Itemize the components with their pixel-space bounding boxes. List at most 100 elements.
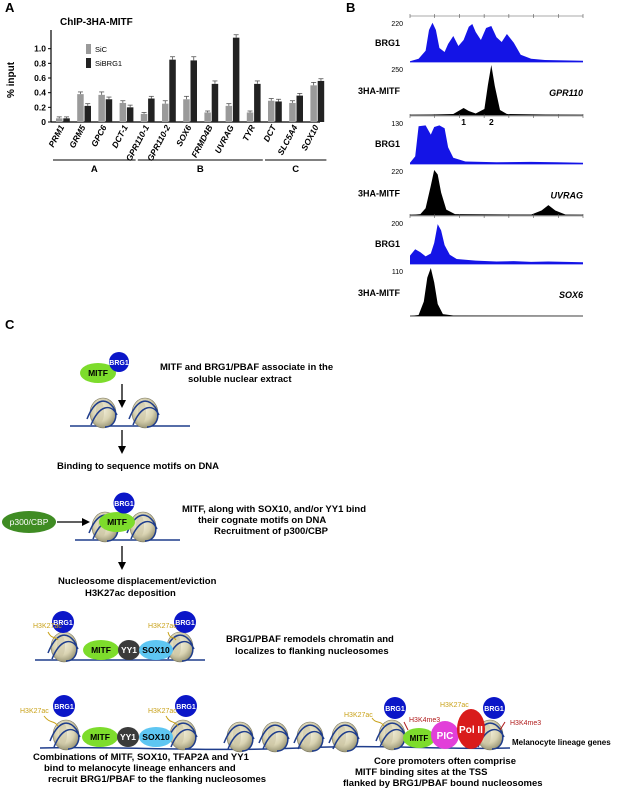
step7-text-b: MITF binding sites at the TSS bbox=[355, 767, 487, 778]
bar bbox=[162, 103, 169, 122]
peak-mark: 2 bbox=[489, 117, 494, 127]
h3k27ac-5b: H3K27ac bbox=[148, 623, 177, 630]
bar bbox=[63, 118, 70, 122]
brg1-track-signal bbox=[410, 125, 583, 164]
h3k4me3-7b: H3K4me3 bbox=[510, 720, 541, 727]
bar bbox=[169, 59, 176, 122]
x-tick-label: GPC6 bbox=[89, 123, 109, 148]
brg1-track-signal bbox=[410, 224, 583, 264]
bar bbox=[77, 94, 84, 122]
bar bbox=[225, 105, 233, 122]
step4-text-a: Nucleosome displacement/eviction bbox=[58, 576, 217, 587]
x-tick-label: SLC5A4 bbox=[275, 123, 299, 157]
track-label: 3HA-MITF bbox=[358, 288, 400, 298]
brg1-track-signal bbox=[410, 22, 583, 62]
y-tick-label: 1.0 bbox=[34, 44, 46, 54]
bar bbox=[289, 102, 296, 122]
peak-mark: 1 bbox=[461, 117, 466, 127]
y-tick-label: 0.6 bbox=[34, 73, 46, 83]
mitf-label-5: MITF bbox=[91, 645, 111, 655]
step5-text-a: BRG1/PBAF remodels chromatin and bbox=[226, 634, 394, 645]
brg1-label-6a: BRG1 bbox=[54, 704, 74, 711]
group-label: C bbox=[292, 164, 299, 175]
bar bbox=[140, 113, 148, 122]
bar bbox=[105, 99, 113, 122]
track-gene-name: SOX6 bbox=[559, 290, 584, 300]
track-label: 3HA-MITF bbox=[358, 86, 400, 96]
mitf-brg1-complex: MITF BRG1 bbox=[80, 352, 129, 383]
brg1-label-5a: BRG1 bbox=[53, 620, 73, 627]
step6-text-b: bind to melanocyte lineage enhancers and bbox=[44, 763, 236, 774]
h3k27ac-7a: H3K27ac bbox=[344, 712, 373, 719]
track-scale-top: 200 bbox=[391, 221, 403, 228]
step3-text-b: their cognate motifs on DNA bbox=[198, 515, 326, 526]
x-tick-label: UVRAG bbox=[213, 123, 236, 155]
step2-text: Binding to sequence motifs on DNA bbox=[57, 461, 219, 472]
track-gene-name: UVRAG bbox=[550, 191, 583, 201]
track-scale-bottom: 110 bbox=[392, 269, 403, 276]
bar bbox=[211, 83, 219, 122]
bar bbox=[119, 102, 127, 122]
bar bbox=[296, 95, 303, 122]
brg1-label-7a: BRG1 bbox=[385, 706, 405, 713]
x-tick-label: DCT-1 bbox=[110, 123, 130, 150]
mitf-track-signal bbox=[410, 170, 583, 215]
bar bbox=[148, 98, 155, 122]
sox10-label-6: SOX10 bbox=[142, 732, 170, 742]
step7-text-c: flanked by BRG1/PBAF bound nucleosomes bbox=[343, 778, 543, 789]
mitf-track-signal bbox=[410, 268, 583, 316]
p300-cbp bbox=[2, 511, 56, 533]
step1-text-a: MITF and BRG1/PBAF associate in the bbox=[160, 362, 333, 373]
mitf-track-signal bbox=[410, 65, 583, 115]
h3k4me3-7a: H3K4me3 bbox=[409, 717, 440, 724]
y-axis-label: % input bbox=[6, 61, 17, 98]
legend-swatch bbox=[86, 44, 91, 54]
y-tick-label: 0.2 bbox=[34, 102, 46, 112]
mitf-label-7: MITF bbox=[410, 734, 429, 743]
track-label: BRG1 bbox=[375, 38, 400, 48]
step3-text-a: MITF, along with SOX10, and/or YY1 bind bbox=[182, 504, 366, 515]
panel-c-letter: C bbox=[5, 317, 15, 332]
pic-label: PIC bbox=[437, 731, 454, 742]
mitf-label-6: MITF bbox=[90, 732, 110, 742]
h3k27ac-6a: H3K27ac bbox=[20, 708, 49, 715]
bar bbox=[204, 112, 211, 122]
track-label: BRG1 bbox=[375, 139, 400, 149]
yy1-label-5: YY1 bbox=[121, 645, 137, 655]
bar bbox=[190, 60, 197, 122]
bar bbox=[98, 94, 105, 122]
genes-label: Melanocyte lineage genes bbox=[512, 738, 611, 747]
yy1-label-6: YY1 bbox=[120, 732, 136, 742]
p300-label: p300/CBP bbox=[10, 517, 49, 527]
track-scale-bottom: 220 bbox=[391, 169, 403, 176]
panel-b-letter: B bbox=[346, 0, 355, 15]
y-tick-label: 0.8 bbox=[34, 58, 46, 68]
step5-text-b: localizes to flanking nucleosomes bbox=[235, 646, 389, 657]
step1-text-b: soluble nuclear extract bbox=[188, 374, 292, 385]
y-tick-label: 0.4 bbox=[34, 88, 46, 98]
brg1-label-5b: BRG1 bbox=[175, 620, 195, 627]
bar bbox=[232, 37, 240, 122]
bar bbox=[183, 99, 190, 122]
mitf-label: MITF bbox=[88, 368, 108, 378]
bar bbox=[126, 107, 134, 122]
bar bbox=[254, 83, 261, 122]
bar bbox=[275, 101, 282, 122]
bar bbox=[246, 112, 254, 122]
bar bbox=[317, 80, 325, 122]
bar bbox=[56, 118, 63, 122]
step6-text-c: recruit BRG1/PBAF to the flanking nucleo… bbox=[48, 774, 266, 785]
group-label: B bbox=[197, 164, 204, 175]
sox10-label-5: SOX10 bbox=[142, 645, 170, 655]
mechanism-diagram: MITF BRG1 MITF and BRG1/PBAF associate i… bbox=[2, 352, 611, 789]
track-scale-top: 130 bbox=[391, 121, 403, 128]
x-tick-label: SOX6 bbox=[174, 123, 194, 148]
track-gene-name: GPR110 bbox=[549, 88, 583, 98]
group-label: A bbox=[91, 164, 98, 175]
brg1-label-3: BRG1 bbox=[114, 501, 134, 508]
panel-a-letter: A bbox=[5, 0, 15, 15]
step3-text-c: Recruitment of p300/CBP bbox=[214, 526, 329, 537]
step4-text-b: H3K27ac deposition bbox=[85, 588, 176, 599]
